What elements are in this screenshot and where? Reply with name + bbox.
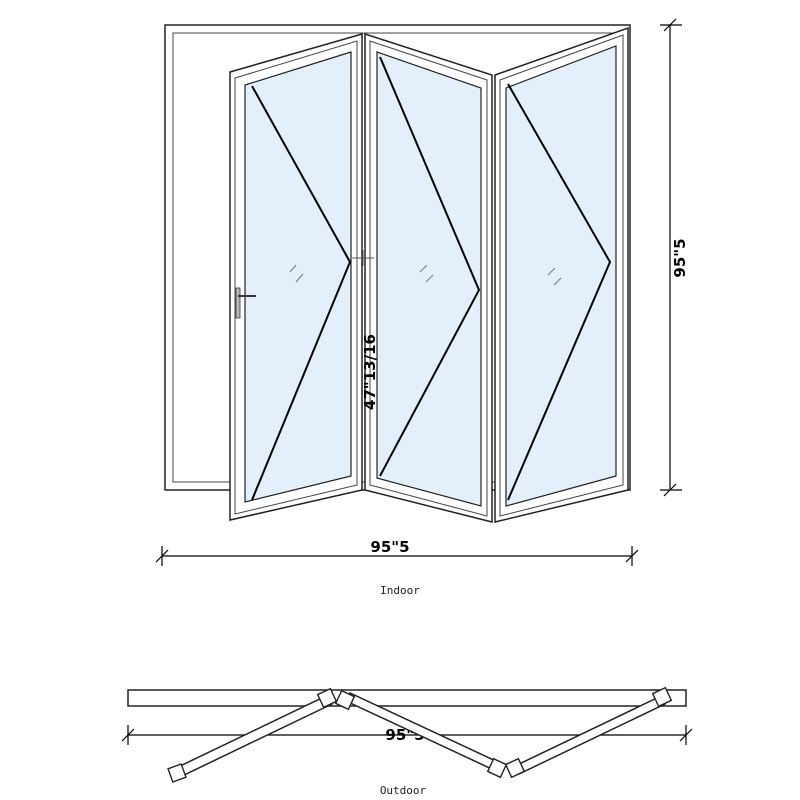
door-panel-2 [364,32,493,523]
door-plan-view: 95"5 [121,686,693,783]
plan-hinge-2 [316,687,338,709]
plan-hinge-6 [651,686,673,708]
overall-width-label: 95"5 [370,538,409,556]
door-panel-1 [229,33,363,521]
panel-2-swing-indicator [379,56,481,477]
door-handle [235,287,241,319]
plan-hinge-5 [504,757,526,779]
plan-panel-1 [174,695,334,777]
panel-height-label: 47"13/16 [361,334,379,410]
panel-1-swing-indicator [251,85,352,501]
plan-hinge-1 [167,763,187,783]
height-dimension: 95"5 [660,18,689,497]
plan-hinge-3 [334,689,356,711]
door-elevation [164,24,631,523]
width-dimension: 95"5 [155,538,639,566]
outdoor-label: Outdoor [380,784,427,797]
plan-frame-track [127,689,687,707]
overall-height-label: 95"5 [671,238,689,277]
panel-3-swing-indicator [507,83,612,501]
plan-hinge-4 [486,757,508,779]
door-panel-3 [494,26,629,523]
indoor-label: Indoor [380,584,420,597]
